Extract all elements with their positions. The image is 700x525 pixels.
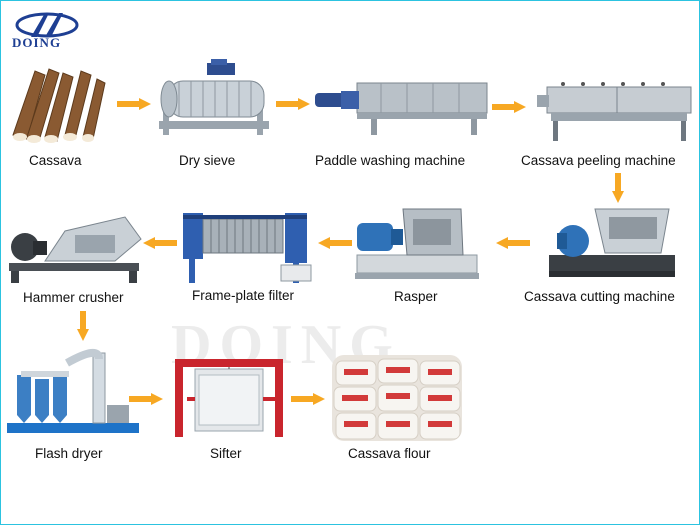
step-label-paddle-washing-machine: Paddle washing machine <box>315 153 466 168</box>
doing-logo <box>15 12 79 38</box>
arrow-right-icon <box>291 393 325 405</box>
arrow-right-icon <box>129 393 163 405</box>
step-label-cassava: Cassava <box>29 153 82 168</box>
arrow-left-icon <box>496 237 530 249</box>
logo-text: DOING <box>12 35 62 50</box>
arrow-right-icon <box>117 98 151 110</box>
arrow-down-icon <box>77 311 89 341</box>
step-label-sifter: Sifter <box>210 446 242 461</box>
step-label-hammer-crusher: Hammer crusher <box>23 290 124 305</box>
paddle-washing-machine-image <box>311 77 491 137</box>
arrow-down-icon <box>612 173 624 203</box>
sifter-image <box>173 357 285 439</box>
arrow-right-icon <box>276 98 310 110</box>
hammer-crusher-image <box>5 213 145 285</box>
step-label-cassava-peeling-machine: Cassava peeling machine <box>521 153 676 168</box>
arrow-left-icon <box>143 237 177 249</box>
frame-plate-filter-image <box>181 209 321 285</box>
rasper-image <box>353 207 483 285</box>
cassava-flour-image <box>332 355 462 441</box>
dry-sieve-image <box>149 59 279 149</box>
step-label-flash-dryer: Flash dryer <box>35 446 103 461</box>
cassava-peeling-machine-image <box>533 79 695 143</box>
cassava-cutting-machine-image <box>539 205 689 285</box>
arrow-right-icon <box>492 101 526 113</box>
cassava-image <box>5 65 115 143</box>
step-label-cassava-cutting-machine: Cassava cutting machine <box>524 289 675 304</box>
arrow-left-icon <box>318 237 352 249</box>
step-label-rasper: Rasper <box>394 289 438 304</box>
step-label-frame-plate-filter: Frame-plate filter <box>192 288 295 303</box>
step-label-dry-sieve: Dry sieve <box>179 153 236 168</box>
step-label-cassava-flour: Cassava flour <box>348 446 431 461</box>
flash-dryer-image <box>7 345 139 437</box>
